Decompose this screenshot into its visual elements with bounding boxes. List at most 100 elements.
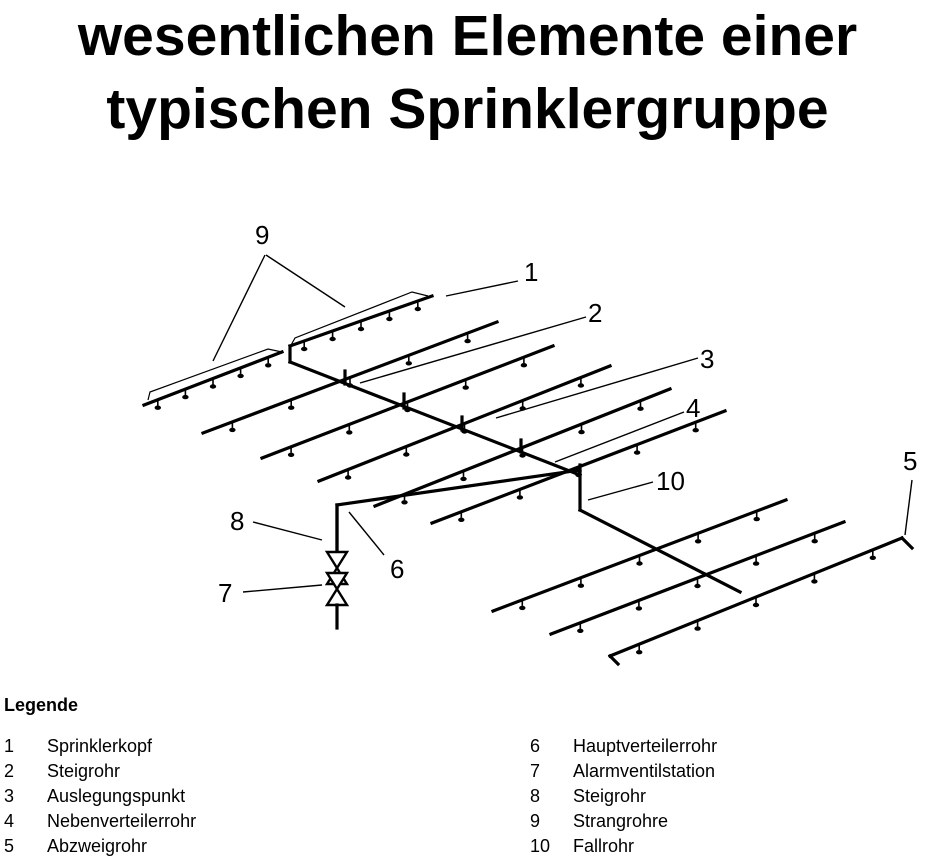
sprinkler-head-icon [237, 367, 244, 379]
sprinkler-head-icon [692, 422, 699, 433]
sprinkler-head-icon [461, 423, 468, 434]
sprinkler-head-icon [575, 467, 582, 478]
legend-column-left: 1 Sprinklerkopf 2 Steigrohr 3 Auslegungspun… [4, 734, 196, 859]
sprinkler-head-icon [357, 321, 365, 332]
title-line-2: typischen Sprinklergruppe [106, 77, 829, 141]
callout-10: 10 [656, 466, 685, 496]
callout-8: 8 [230, 506, 244, 536]
sprinkler-head-icon [637, 400, 644, 411]
callout-3: 3 [700, 344, 714, 374]
legend-item: 1 Sprinklerkopf [4, 734, 196, 759]
sprinkler-head-icon [405, 355, 412, 366]
callout-2: 2 [588, 298, 602, 328]
legend-label: Auslegungspunkt [47, 786, 186, 806]
legend-item: 8 Steigrohr [530, 784, 717, 809]
strangrohre-brackets [147, 291, 429, 401]
sprinkler-head-icon [288, 399, 295, 410]
sprinkler-head-icon [519, 599, 526, 611]
sprinkler-head-icon [458, 511, 465, 522]
sprinkler-head-icon [633, 444, 641, 455]
callout-1: 1 [524, 257, 538, 287]
abzweigrohr-end [899, 535, 915, 551]
nebenverteilerrohr-line [287, 359, 583, 478]
callout-arrows [212, 254, 913, 593]
callout-5: 5 [903, 446, 917, 476]
sprinkler-head-icon [209, 378, 217, 389]
alarm-valve-station [324, 503, 350, 630]
sprinkler-head-icon [154, 399, 161, 410]
legend-label: Abzweigrohr [47, 836, 148, 856]
legend-number: 6 [530, 736, 541, 756]
sprinkler-head-icon [636, 644, 643, 655]
legend-label: Steigrohr [573, 786, 647, 806]
sprinkler-head-icon [401, 494, 408, 505]
sprinkler-head-icon [811, 533, 818, 544]
legend-label: Hauptverteilerrohr [573, 736, 718, 756]
sprinkler-head-icon [403, 446, 410, 457]
sprinkler-head-icon [182, 389, 189, 400]
sprinkler-head-icon [869, 549, 876, 560]
sprinkler-head-icon [265, 357, 272, 368]
legend-number: 8 [530, 786, 541, 806]
legend-label: Sprinklerkopf [47, 736, 153, 756]
sprinkler-head-icon [635, 600, 643, 611]
sprinkler-head-icon [636, 555, 643, 566]
sprinkler-head-icon [694, 620, 701, 631]
sprinkler-head-icon [346, 377, 354, 388]
legend-number: 4 [4, 811, 15, 831]
sprinkler-head-icon [329, 331, 336, 342]
sprinkler-head-icon [516, 489, 524, 500]
hauptverteilerrohr-line [335, 468, 582, 507]
legend-number: 10 [530, 836, 551, 856]
nebenverteilerrohr-lower-line [577, 507, 743, 595]
legend-heading: Legende [4, 695, 79, 715]
legend-label: Alarmventilstation [573, 761, 716, 781]
callout-7: 7 [218, 578, 232, 608]
legend-item: 6 Hauptverteilerrohr [530, 734, 717, 759]
legend-number: 3 [4, 786, 15, 806]
sprinkler-head-icon [344, 469, 352, 480]
sprinkler-head-icon [519, 447, 526, 458]
legend-number: 5 [4, 836, 15, 856]
sprinkler-head-icon [462, 379, 469, 390]
callout-9: 9 [255, 220, 269, 250]
sprinkler-head-icon [301, 341, 308, 352]
sprinkler-head-icon [577, 377, 585, 388]
legend-item: 2 Steigrohr [4, 759, 196, 784]
legend-label: Nebenverteilerrohr [47, 811, 197, 831]
legend-number: 7 [530, 761, 541, 781]
sprinkler-head-icon [577, 622, 584, 633]
legend-number: 1 [4, 736, 15, 756]
pipe-network [141, 293, 915, 667]
title-line-1: wesentlichen Elemente einer [77, 4, 858, 68]
legend-item: 7 Alarmventilstation [530, 759, 717, 784]
sprinkler-head-icon [811, 573, 818, 584]
sprinkler-heads [154, 301, 876, 655]
legend-item: 5 Abzweigrohr [4, 834, 196, 859]
sprinkler-head-icon [386, 311, 393, 322]
sprinkler-head-icon [578, 424, 585, 435]
sprinkler-head-icon [694, 578, 701, 589]
sprinkler-head-icon [464, 333, 471, 344]
legend-item: 4 Nebenverteilerrohr [4, 809, 196, 834]
legend-label: Steigrohr [47, 761, 121, 781]
legend-item: 3 Auslegungspunkt [4, 784, 196, 809]
callout-labels: 9 1 2 3 4 10 5 8 6 7 [218, 220, 917, 608]
callout-6: 6 [390, 554, 404, 584]
branch-end [607, 653, 621, 667]
legend-label: Strangrohre [573, 811, 669, 831]
sprinkler-head-icon [577, 577, 585, 588]
sprinkler-head-icon [694, 533, 702, 544]
sprinkler-head-icon [229, 421, 236, 433]
sprinkler-head-icon [346, 424, 353, 435]
legend-number: 2 [4, 761, 15, 781]
sprinkler-head-icon [287, 446, 295, 457]
legend-number: 9 [530, 811, 541, 831]
sprinkler-diagram: 9 1 2 3 4 10 5 8 6 7 [141, 220, 917, 667]
sprinkler-head-icon [753, 511, 760, 522]
sprinkler-head-icon [752, 597, 760, 608]
sprinkler-head-icon [520, 357, 528, 368]
sprinkler-head-icon [404, 402, 411, 413]
sprinkler-head-icon [752, 555, 760, 566]
